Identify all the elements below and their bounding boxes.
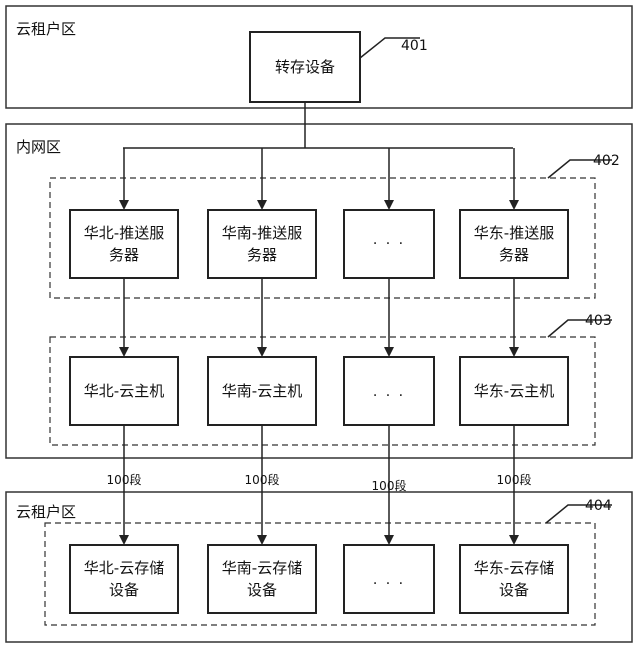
segment-label: 100段 [107,472,142,487]
storage-device-label: 设备 [109,581,139,599]
cloud-host-label: 华东-云主机 [474,382,554,400]
storage-device-label: 设备 [499,581,529,599]
cloud-host-label: 华南-云主机 [222,382,302,400]
transfer-device-label: 转存设备 [275,58,335,76]
cloud-host-3: 华东-云主机 [459,356,569,426]
cloud-host-0: 华北-云主机 [69,356,179,426]
ref-403-leader [547,319,612,338]
storage-group [44,522,596,626]
push-server-placeholder: · · · [343,209,435,279]
arrow-to-push-server-head [119,200,129,210]
push-server-label: 务器 [247,246,277,264]
push-server-label: 务器 [499,246,529,264]
storage-device-label: 华东-云存储 [474,559,554,577]
storage-device-label: 华北-云存储 [84,559,164,577]
arrow-to-cloud-host-head [384,347,394,357]
storage-device-1: 华南-云存储 设备 [207,544,317,614]
ref-404-leader [545,504,612,524]
ref-402-label: 402 [593,153,620,169]
cloud-host-label: 华北-云主机 [84,382,164,400]
cloud-host-1: 华南-云主机 [207,356,317,426]
arrow-to-push-server-head [384,200,394,210]
arrow-to-storage-device-head [509,535,519,545]
segment-label: 100段 [245,472,280,487]
push-server-label: 华北-推送服 [84,224,164,242]
zone-bottom-label: 云租户区 [16,503,76,521]
zone-top-label: 云租户区 [16,20,76,38]
ref-403-label: 403 [585,313,612,329]
push-server-label: 华南-推送服 [222,224,302,242]
segment-label: 100段 [372,478,407,493]
arrow-to-cloud-host-head [257,347,267,357]
arrow-to-push-server-head [509,200,519,210]
ref-404-label: 404 [585,498,612,514]
ref-401-label: 401 [401,38,428,54]
connection-arrows [119,148,519,545]
ref-402-leader [547,159,612,179]
ellipsis: · · · [373,236,405,252]
cloud-host-placeholder: · · · [343,356,435,426]
storage-device-0: 华北-云存储 设备 [69,544,179,614]
arrow-to-push-server-head [257,200,267,210]
push-server-label: 务器 [109,246,139,264]
cloud-host-group [49,336,596,446]
arrow-to-storage-device-head [119,535,129,545]
storage-device-label: 华南-云存储 [222,559,302,577]
zone-middle-label: 内网区 [16,138,61,156]
arrow-to-cloud-host-head [119,347,129,357]
arrow-to-cloud-host-head [509,347,519,357]
push-server-1: 华南-推送服 务器 [207,209,317,279]
push-server-0: 华北-推送服 务器 [69,209,179,279]
storage-device-placeholder: · · · [343,544,435,614]
push-server-3: 华东-推送服 务器 [459,209,569,279]
segment-label: 100段 [497,472,532,487]
push-server-label: 华东-推送服 [474,224,554,242]
push-server-group [49,177,596,299]
storage-device-3: 华东-云存储 设备 [459,544,569,614]
ellipsis: · · · [373,576,405,592]
arrow-to-storage-device-head [257,535,267,545]
ref-401-leader [359,37,420,59]
storage-device-label: 设备 [247,581,277,599]
ellipsis: · · · [373,388,405,404]
arrow-to-storage-device-head [384,535,394,545]
